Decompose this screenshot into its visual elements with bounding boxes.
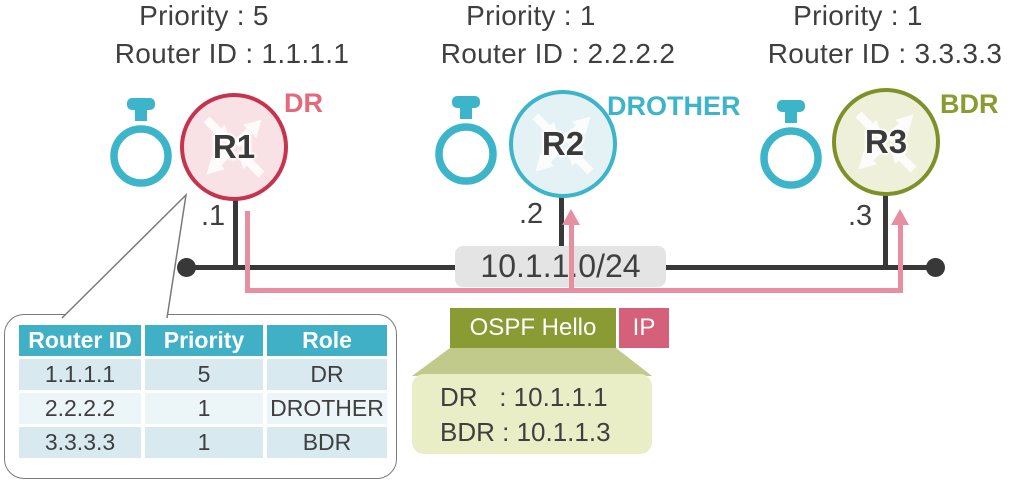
router-name-r1: R1 (212, 128, 256, 165)
ip-tag: IP (619, 308, 669, 348)
table-row: 3.3.3.3 1 BDR (19, 427, 387, 458)
router-node-r1: R1 (180, 93, 288, 201)
subnet-label: 10.1.1.0/24 (455, 246, 666, 287)
hello-flow-horizontal (245, 288, 903, 293)
segment-endpoint-dot (926, 258, 945, 277)
cell-role: DR (267, 359, 387, 390)
r1-interface-label: .1 (201, 200, 226, 232)
cell-priority: 1 (145, 427, 263, 458)
cell-priority: 5 (145, 359, 263, 390)
role-label-bdr: BDR (940, 89, 999, 119)
table-row: 1.1.1.1 5 DR (19, 359, 387, 390)
hello-flow-arrowhead-r3 (891, 209, 909, 225)
ospf-hello-tag: OSPF Hello (450, 308, 616, 348)
hello-flow-branch-r3 (898, 224, 903, 293)
router-node-r2: R2 (509, 90, 617, 198)
hello-timer-icon (435, 96, 497, 185)
r3-link-line (883, 194, 888, 268)
role-label-dr: DR (284, 88, 323, 118)
callout-pointer (61, 192, 188, 319)
router-name-r3: R3 (864, 123, 908, 160)
hello-flow-arrowhead-r2 (562, 209, 580, 225)
cell-router-id: 1.1.1.1 (19, 359, 141, 390)
r3-router-id-label: Router ID : 3.3.3.3 (767, 38, 1003, 69)
r2-interface-label: .2 (519, 198, 544, 230)
cell-priority: 1 (145, 393, 263, 424)
col-header-priority: Priority (145, 325, 263, 356)
table-row: 2.2.2.2 1 DROTHER (19, 393, 387, 424)
r2-link-line (559, 195, 564, 248)
neighbor-table: Router ID Priority Role 1.1.1.1 5 DR 2.2… (15, 322, 391, 461)
r2-priority-label: Priority : 1 (466, 0, 596, 31)
router-arrows-icon (532, 113, 594, 175)
hello-dr-field: DR : 10.1.1.1 (440, 382, 608, 412)
hello-flow-stem-r1 (245, 211, 250, 293)
hello-timer-icon (760, 100, 822, 189)
hello-flow-branch-r2 (569, 224, 574, 293)
router-arrows-icon (855, 111, 917, 173)
neighbor-table-header-row: Router ID Priority Role (19, 325, 387, 356)
r3-priority-label: Priority : 1 (793, 0, 923, 31)
router-node-r3: R3 (832, 88, 940, 196)
cell-role: BDR (267, 427, 387, 458)
col-header-router-id: Router ID (19, 325, 141, 356)
col-header-role: Role (267, 325, 387, 356)
r3-interface-label: .3 (848, 200, 873, 232)
packet-callout-shape (412, 348, 652, 376)
cell-router-id: 3.3.3.3 (19, 427, 141, 458)
r2-router-id-label: Router ID : 2.2.2.2 (440, 38, 676, 69)
r1-priority-label: Priority : 5 (139, 0, 269, 31)
segment-endpoint-dot (177, 258, 196, 277)
cell-router-id: 2.2.2.2 (19, 393, 141, 424)
role-label-drother: DROTHER (607, 91, 741, 121)
cell-role: DROTHER (267, 393, 387, 424)
hello-bdr-field: BDR : 10.1.1.3 (440, 417, 611, 447)
router-arrows-icon (203, 116, 265, 178)
r1-router-id-label: Router ID : 1.1.1.1 (114, 38, 350, 69)
hello-details-box: DR : 10.1.1.1 BDR : 10.1.1.3 (412, 374, 652, 454)
router-name-r2: R2 (541, 125, 585, 162)
r1-link-line (233, 198, 238, 268)
hello-timer-icon (110, 98, 172, 187)
